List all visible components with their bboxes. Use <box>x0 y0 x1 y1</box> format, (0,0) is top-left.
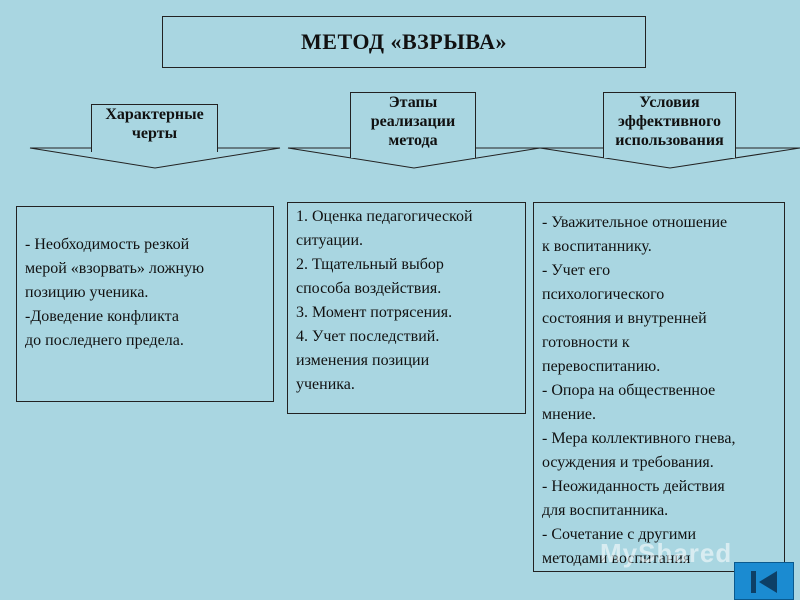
text-line: - Неожиданность действия <box>542 478 725 495</box>
header-line: эффективного <box>617 113 722 130</box>
characteristics-box: - Необходимость резкой мерой «взорвать» л… <box>16 206 274 402</box>
header-line: использования <box>615 132 724 149</box>
text-line: позицию ученика. <box>25 284 149 301</box>
text-line: ситуации. <box>296 232 364 249</box>
text-line: психологического <box>542 286 665 303</box>
text-line: ученика. <box>296 376 355 393</box>
text-line: состояния и внутренней <box>542 310 707 327</box>
text-line: 4. Учет последствий. <box>296 328 440 345</box>
text-line: 3. Момент потрясения. <box>296 304 453 321</box>
header-line: Этапы <box>388 94 438 111</box>
text-line: для воспитанника. <box>542 502 669 519</box>
page-title: МЕТОД «ВЗРЫВА» <box>301 29 507 54</box>
text-line: изменения позиции <box>296 352 430 369</box>
first-slide-icon-arrow <box>759 571 777 593</box>
text-line: способа воздействия. <box>296 280 442 297</box>
first-slide-icon <box>751 571 756 593</box>
header-line: Характерные <box>105 106 204 123</box>
watermark-logo: MyShared <box>600 538 732 569</box>
header-stages: Этапы реализации метода <box>350 92 476 158</box>
text-line: - Мера коллективного гнева, <box>542 430 736 447</box>
text-line: - Сочетание с другими <box>542 526 697 543</box>
text-line: до последнего предела. <box>25 332 184 349</box>
header-conditions: Условия эффективного использования <box>603 92 736 158</box>
text-line: мерой «взорвать» ложную <box>25 260 205 277</box>
text-line: - Учет его <box>542 262 611 279</box>
text-line: - Опора на общественное <box>542 382 716 399</box>
text-line: к воспитаннику. <box>542 238 652 255</box>
header-line: реализации <box>370 113 456 130</box>
header-line: черты <box>131 125 178 142</box>
header-characteristics: Характерные черты <box>91 104 218 152</box>
header-line: метода <box>388 132 438 149</box>
first-slide-button[interactable] <box>734 562 794 600</box>
text-line: перевоспитанию. <box>542 358 661 375</box>
conditions-box: - Уважительное отношение к воспитаннику. -… <box>533 202 785 572</box>
text-line: мнение. <box>542 406 597 423</box>
text-line: осуждения и требования. <box>542 454 714 471</box>
text-line: - Уважительное отношение <box>542 214 728 231</box>
text-line: 1. Оценка педагогической <box>296 208 473 225</box>
text-line: готовности к <box>542 334 630 351</box>
text-line: методами воспитания <box>542 550 691 567</box>
header-line: Условия <box>639 94 700 111</box>
text-line: 2. Тщательный выбор <box>296 256 444 273</box>
stages-box: 1. Оценка педагогической ситуации. 2. Тщат… <box>287 202 526 414</box>
text-line: - Необходимость резкой <box>25 236 190 253</box>
text-line: -Доведение конфликта <box>25 308 179 325</box>
watermark-text: MyShared <box>600 538 733 568</box>
title-box: МЕТОД «ВЗРЫВА» <box>162 16 646 68</box>
